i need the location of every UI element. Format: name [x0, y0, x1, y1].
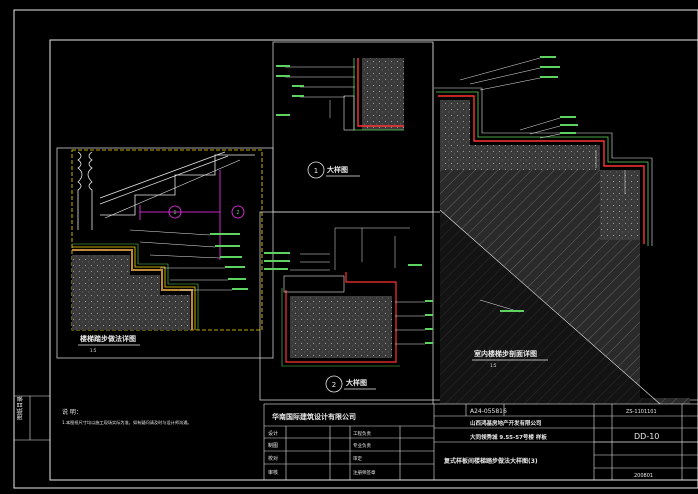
drawing-title: 复式样板间楼梯踏步做法大样图(3): [443, 457, 538, 465]
title-block: [263, 403, 698, 481]
tb-row-label-3: 校对: [268, 455, 278, 462]
notes-line1: 1.本图纸尺寸均以施工现场实际为准，如有疑问请及时与设计师沟通。: [62, 419, 192, 426]
large-detail-2: [264, 227, 433, 367]
outer-border: [13, 9, 698, 489]
tb-row-label-1: 设计: [268, 430, 278, 437]
large-detail-1: [276, 58, 404, 131]
project-code: A24-055816: [470, 408, 507, 415]
top-right-code: ZS-1101101: [626, 409, 657, 415]
sheet-number: DD-10: [634, 432, 659, 441]
tb-row-label-right-2: 专业负责: [353, 442, 371, 449]
notes-heading: 说 明：: [62, 408, 82, 416]
stair-section: [434, 56, 690, 405]
stair-detail-title: 楼梯踏步做法详图: [80, 334, 136, 343]
detail2-marker: 2: [332, 381, 336, 389]
detail1-title: 大样图: [327, 165, 348, 174]
project-name: 大同领秀城 9.55-57号楼 样板: [470, 433, 547, 441]
detail2-title: 大样图: [346, 378, 367, 387]
section-scale: 1:5: [490, 363, 497, 368]
section-title: 室内楼梯步剖面详图: [474, 349, 537, 358]
tb-row-label-right-1: 工程负责: [353, 430, 371, 437]
callout-1: 1: [173, 210, 176, 216]
detail1-frame: [272, 41, 434, 213]
designer-company: 华南国际建筑设计有限公司: [272, 412, 356, 421]
callout-2: 2: [236, 210, 239, 216]
stair-detail-scale: 1:5: [90, 348, 97, 353]
drawing-date: 200801: [634, 473, 653, 479]
detail1-marker: 1: [314, 167, 318, 175]
tb-row-label-right-3: 审定: [353, 455, 362, 462]
tb-row-label-2: 制图: [268, 442, 278, 449]
side-strip-text: 图纸目录: [16, 396, 24, 420]
tb-row-label-right-4: 注册师签章: [353, 469, 376, 476]
tb-row-label-4: 审核: [268, 469, 278, 476]
stair-detail: 1 2: [71, 149, 263, 331]
client-name: 山西鸿基房地产开发有限公司: [470, 419, 542, 427]
